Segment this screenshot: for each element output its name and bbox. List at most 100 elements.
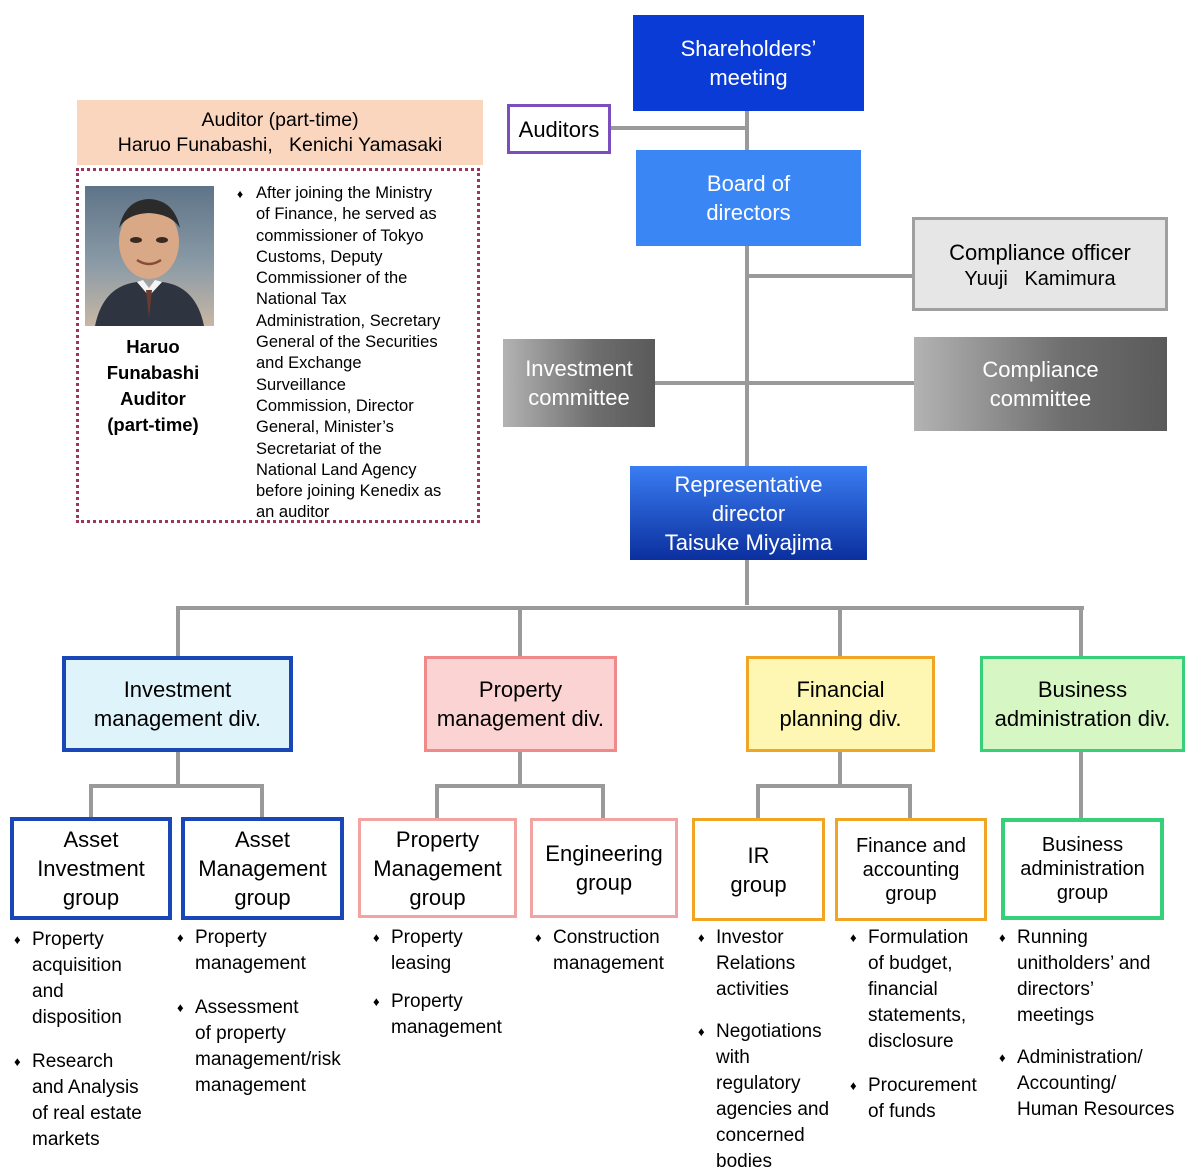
connector-group2 (260, 784, 264, 819)
task-line: of budget, (868, 953, 953, 974)
tasks-finance-accounting: ♦ Formulation of budget, financial state… (850, 925, 977, 1125)
group-label-line-2: accounting (862, 858, 960, 881)
bullet-icon: ♦ (14, 932, 21, 947)
auditor-bio-line: Secretariat of the (256, 439, 382, 458)
task-line: Investor (716, 927, 784, 948)
connector-group3 (435, 784, 439, 819)
task-item: ♦ Running unitholders’ and directors’ me… (999, 925, 1174, 1029)
division-investment-management: Investment management div. (62, 656, 293, 752)
task-line: Negotiations (716, 1021, 822, 1042)
bullet-icon: ♦ (698, 930, 705, 945)
auditor-bio-line: General of the Securities (256, 333, 438, 352)
auditor-header-line-2: Haruo Funabashi, Kenichi Yamasaki (117, 133, 443, 156)
division-label-line-2: administration div. (994, 706, 1171, 731)
task-line: Construction (553, 927, 660, 948)
group-label-line-1: IR (747, 842, 770, 868)
tasks-asset-management: ♦ Property management ♦ Assessment of pr… (177, 925, 341, 1099)
task-line: disposition (32, 1007, 122, 1028)
task-item: ♦ Investor Relations activities (698, 925, 829, 1003)
auditor-bio-line: an auditor (256, 503, 330, 522)
group-label-line-1: Finance and (855, 834, 967, 857)
task-line: and (32, 981, 64, 1002)
task-line: Assessment (195, 997, 299, 1018)
division-label-line-1: Property (478, 677, 563, 702)
task-line: activities (716, 979, 789, 1000)
group-label-line-3: group (1056, 882, 1109, 904)
board-line-1: Board of (706, 171, 791, 196)
division-label-line-2: planning div. (779, 706, 902, 731)
task-line: of funds (868, 1101, 936, 1122)
connector-div1-down (176, 751, 180, 786)
division-financial-planning: Financial planning div. (746, 656, 935, 752)
auditor-bio-line: General, Minister’s (256, 418, 394, 437)
connector-div2-down (518, 751, 522, 786)
group-asset-investment: Asset Investment group (10, 817, 172, 920)
shareholders-meeting-box: Shareholders’ meeting (633, 15, 864, 111)
auditor-bio-line: before joining Kenedix as (256, 482, 442, 501)
auditor-bio-line: Commission, Director (256, 396, 414, 415)
task-line: management (195, 953, 306, 974)
bullet-icon: ♦ (698, 1024, 705, 1039)
auditor-caption-type: (part-time) (107, 414, 199, 435)
task-line: Running (1017, 927, 1088, 948)
connector-compliance-officer (747, 274, 915, 278)
task-line: unitholders’ and (1017, 953, 1151, 974)
group-label-line-3: group (234, 885, 291, 910)
bullet-icon: ♦ (373, 994, 380, 1009)
task-item: ♦ Research and Analysis of real estate m… (14, 1049, 142, 1153)
shareholders-line-2: meeting (709, 65, 788, 90)
auditor-bio-bullet: ♦ (237, 187, 244, 201)
connector-div2-groups (435, 784, 605, 788)
auditor-caption-name: Haruo Funabashi (106, 336, 200, 383)
auditor-bio-line: After joining the Ministry (256, 184, 433, 202)
auditors-label: Auditors (518, 116, 600, 142)
task-line: with (716, 1047, 750, 1068)
task-item: ♦ Property management (177, 925, 341, 977)
tasks-business-administration: ♦ Running unitholders’ and directors’ me… (999, 925, 1174, 1123)
auditor-caption: Haruo Funabashi Auditor (part-time) (79, 334, 227, 438)
group-label-line-1: Business (1041, 834, 1124, 856)
group-label-line-2: Investment (37, 856, 145, 881)
division-label-line-1: Financial (796, 677, 885, 702)
task-line: meetings (1017, 1005, 1095, 1026)
board-of-directors-box: Board of directors (636, 150, 861, 246)
bullet-icon: ♦ (14, 1054, 21, 1069)
task-item: ♦ Construction management (535, 925, 664, 977)
task-line: management/risk (195, 1049, 341, 1070)
task-item: ♦ Property acquisition and disposition (14, 927, 142, 1031)
task-line: disclosure (868, 1031, 954, 1052)
group-asset-management: Asset Management group (181, 817, 344, 920)
group-label-line-2: group (575, 870, 633, 895)
connector-divisions-horizontal (176, 606, 1084, 610)
tasks-asset-investment: ♦ Property acquisition and disposition ♦… (14, 927, 142, 1153)
compliance-officer-title: Compliance officer (949, 239, 1131, 265)
group-label-line-1: Property (395, 826, 480, 852)
division-label-line-2: management div. (93, 706, 262, 731)
task-line: bodies (716, 1151, 772, 1172)
task-item: ♦ Property management (373, 989, 502, 1041)
task-line: financial (868, 979, 938, 1000)
bullet-icon: ♦ (177, 1000, 184, 1015)
group-business-administration: Business administration group (1001, 818, 1164, 920)
task-line: Property (195, 927, 267, 948)
group-label-line-1: Asset (63, 827, 119, 852)
connector-div3-down (838, 751, 842, 786)
bullet-icon: ♦ (850, 930, 857, 945)
task-line: acquisition (32, 955, 122, 976)
auditor-header-line-1: Auditor (part-time) (201, 108, 359, 131)
task-item: ♦ Negotiations with regulatory agencies … (698, 1019, 829, 1175)
tasks-engineering: ♦ Construction management (535, 925, 664, 977)
group-ir: IR group (692, 818, 825, 921)
group-label-line-3: group (885, 882, 937, 905)
auditor-bio-line: Commissioner of the (256, 269, 408, 288)
group-engineering: Engineering group (530, 818, 678, 918)
compliance-committee-line-1: Compliance (982, 357, 1099, 382)
auditor-header: Auditor (part-time) Haruo Funabashi, Ken… (77, 100, 483, 165)
group-finance-accounting: Finance and accounting group (835, 818, 987, 921)
connector-div1-groups (89, 784, 264, 788)
auditor-bio-line: commissioner of Tokyo (256, 226, 424, 245)
division-label-line-2: management div. (436, 706, 605, 731)
connector-div4-down (1079, 751, 1083, 819)
task-item: ♦ Administration/ Accounting/ Human Reso… (999, 1045, 1174, 1123)
task-line: of real estate (32, 1103, 142, 1124)
